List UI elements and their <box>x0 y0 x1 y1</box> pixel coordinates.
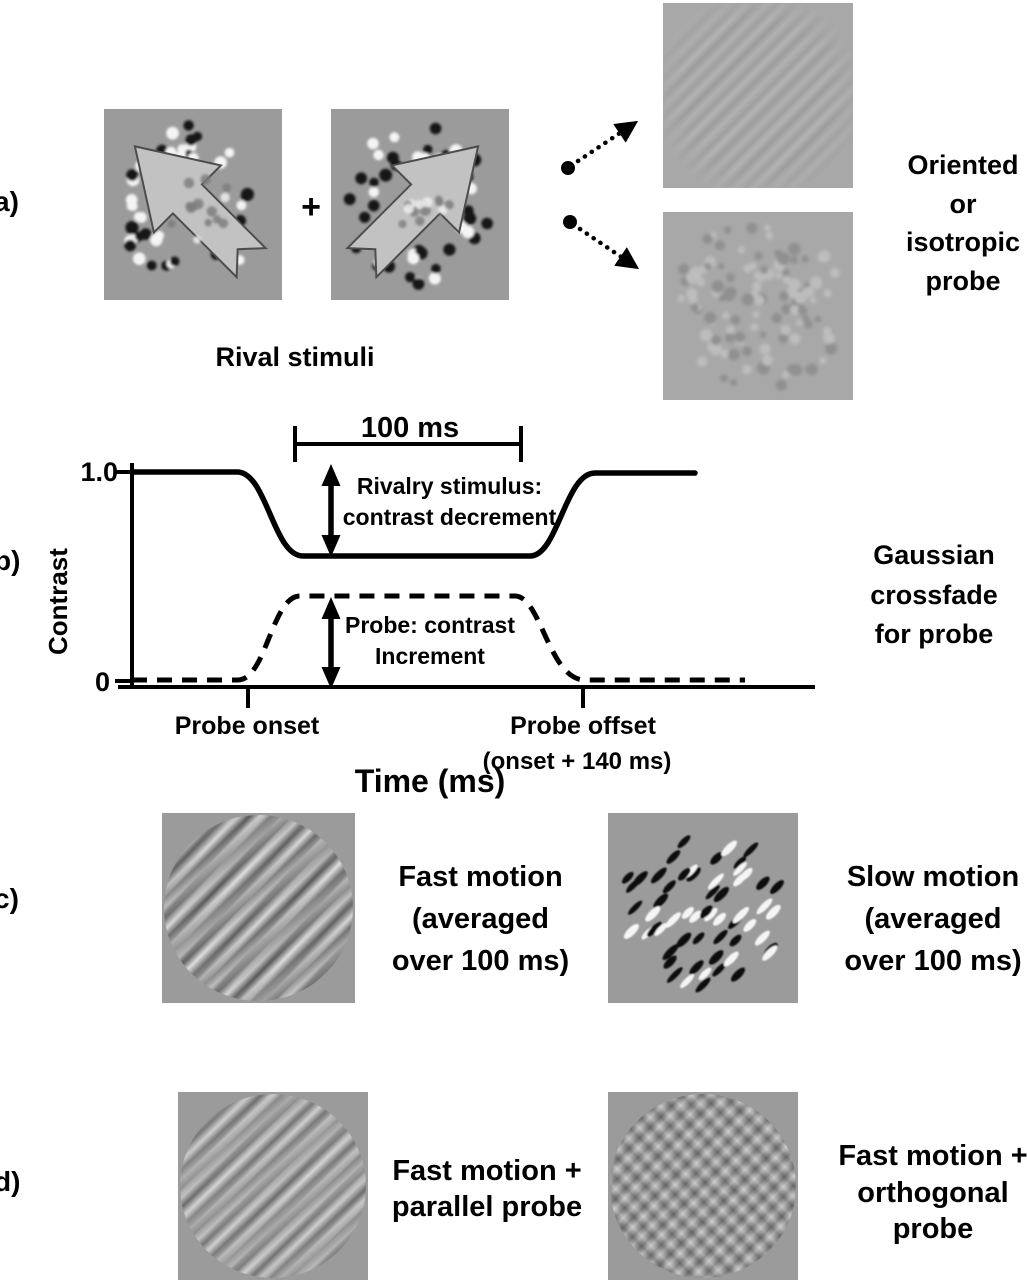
y-tick-label-top: 1.0 <box>80 457 118 487</box>
duration-label: 100 ms <box>360 412 460 444</box>
probe-onset-label: Probe onset <box>174 712 320 740</box>
slow-motion-label-line: Slow motion <box>846 861 1020 893</box>
connector-dot-top <box>561 161 575 175</box>
parallel-probe-image <box>178 1092 368 1280</box>
slow-motion-image <box>608 813 798 1003</box>
fast-motion-image <box>162 813 355 1003</box>
gaussian-note-line: crossfade <box>870 579 998 610</box>
slow-motion-label-line: over 100 ms) <box>844 945 1022 977</box>
y-tick-label-bottom: 0 <box>94 667 110 697</box>
gaussian-note: Gaussian crossfade for probe <box>843 536 1025 655</box>
probe-offset-note: (onset + 140 ms) <box>482 748 672 775</box>
panel-b-label: b) <box>0 545 21 576</box>
crossfade-plot <box>115 426 815 708</box>
probe-annotation: Probe: contrast Increment <box>330 610 530 672</box>
fast-motion-label: Fast motion (averaged over 100 ms) <box>358 856 603 982</box>
probe-type-line: or <box>949 188 977 219</box>
rivalry-annotation-line: contrast decrement <box>342 504 557 530</box>
parallel-probe-label: Fast motion + parallel probe <box>364 1153 610 1225</box>
dotted-arrow-bottom-icon <box>577 226 640 270</box>
increment-arrow-icon <box>321 597 341 689</box>
orthogonal-probe-label-line: probe <box>892 1213 974 1245</box>
connector-arrows <box>561 120 640 270</box>
isotropic-probe-image <box>663 212 853 400</box>
probe-annotation-line: Increment <box>375 643 485 669</box>
probe-type-label: Oriented or isotropic probe <box>880 146 1027 300</box>
rival-caption: Rival stimuli <box>215 342 375 372</box>
rivalry-annotation-line: Rivalry stimulus: <box>356 473 543 499</box>
probe-type-line: Oriented <box>907 150 1019 180</box>
decrement-arrow-icon <box>321 464 341 557</box>
parallel-probe-label-line: Fast motion + <box>392 1155 582 1187</box>
rivalry-curve <box>129 469 698 559</box>
fast-motion-label-line: (averaged <box>411 903 549 935</box>
slow-motion-label-line: (averaged <box>864 903 1002 935</box>
probe-annotation-line: Probe: contrast <box>345 612 515 638</box>
orthogonal-probe-label-line: Fast motion + <box>838 1140 1027 1172</box>
probe-type-line: probe <box>925 265 1001 296</box>
slow-motion-label: Slow motion (averaged over 100 ms) <box>810 856 1027 982</box>
probe-curve <box>132 593 745 683</box>
dotted-arrow-top-icon <box>575 120 639 164</box>
probe-offset-label: Probe offset <box>510 712 656 740</box>
gaussian-note-line: Gaussian <box>873 540 995 570</box>
orthogonal-probe-label-line: orthogonal <box>857 1176 1009 1209</box>
time-axis-label: Time (ms) <box>354 763 506 799</box>
fast-motion-label-line: over 100 ms) <box>391 945 570 977</box>
probe-type-line: isotropic <box>905 227 1020 257</box>
rival-image-left <box>104 109 282 300</box>
rivalry-annotation: Rivalry stimulus: contrast decrement <box>337 471 562 533</box>
oriented-probe-image <box>663 3 853 188</box>
panel-a-label: a) <box>0 186 19 217</box>
panel-d-label: d) <box>0 1166 21 1197</box>
plus-sign: + <box>301 188 321 226</box>
fast-motion-label-line: Fast motion <box>398 861 563 893</box>
rival-image-right <box>331 109 509 300</box>
gaussian-note-line: for probe <box>874 619 994 649</box>
orthogonal-probe-label: Fast motion + orthogonal probe <box>810 1138 1027 1248</box>
parallel-probe-label-line: parallel probe <box>391 1191 583 1223</box>
orthogonal-probe-image <box>608 1092 798 1280</box>
connector-dot-bottom <box>563 215 577 229</box>
duration-bracket <box>293 426 523 462</box>
panel-c-label: c) <box>0 883 19 914</box>
